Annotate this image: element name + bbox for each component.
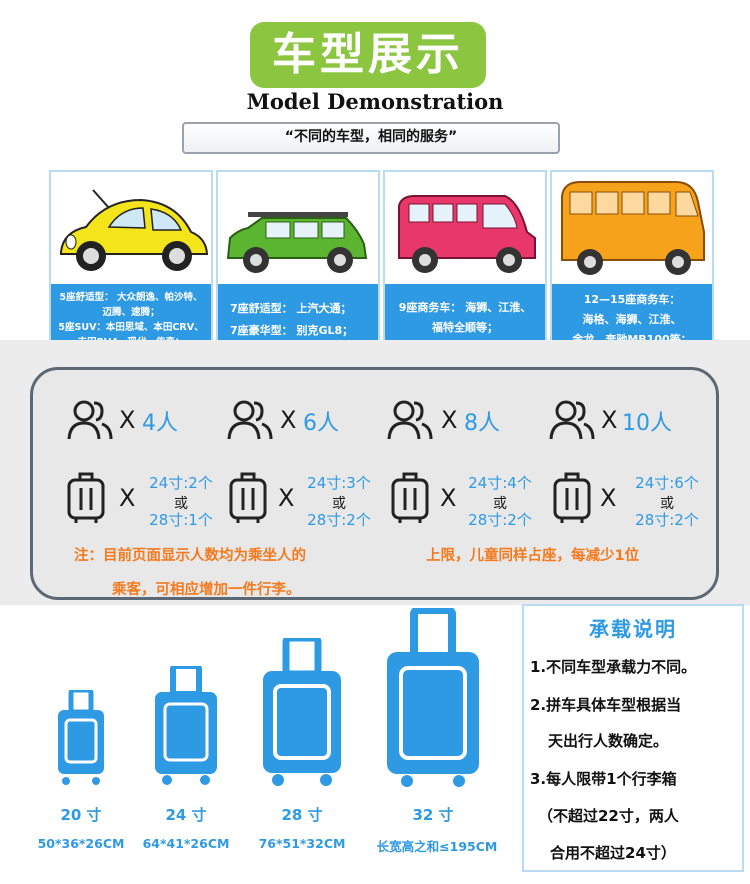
- people-count: 10人: [622, 411, 672, 436]
- luggage-icon: [553, 472, 591, 523]
- or-label: 或: [332, 496, 346, 512]
- multiply-sign: X: [600, 484, 617, 512]
- people-icon: [387, 400, 433, 440]
- slogan-text: “不同的车型，相同的服务”: [284, 129, 458, 145]
- yellow-beetle-car-icon: [60, 189, 209, 271]
- suitcase-20-size: 20 寸: [60, 806, 102, 824]
- suitcase-20-icon: [58, 690, 104, 785]
- info-title: 承载说明: [589, 617, 677, 641]
- multiply-sign: X: [280, 406, 297, 434]
- slogan-frame: [182, 122, 560, 154]
- luggage-24-count: 24寸:2个: [149, 474, 213, 492]
- luggage-24-count: 24寸:3个: [307, 474, 371, 492]
- multiply-sign: X: [440, 484, 457, 512]
- capacity-info-box: [522, 604, 744, 872]
- people-icon: [227, 400, 273, 440]
- multiply-sign: X: [119, 484, 136, 512]
- capacity-panel: [30, 367, 719, 600]
- info-line-4: 3.每人限带1个行李箱: [530, 770, 677, 788]
- suitcase-20-dims: 50*36*26CM: [37, 836, 125, 851]
- luggage-icon: [229, 472, 267, 523]
- people-icon: [67, 400, 113, 440]
- suitcase-24-size: 24 寸: [165, 806, 207, 824]
- pink-van-icon: [398, 195, 536, 273]
- people-count: 6人: [303, 411, 339, 436]
- multiply-sign: X: [441, 406, 458, 434]
- luggage-icon: [391, 472, 429, 523]
- luggage-28-count: 28寸:2个: [307, 511, 371, 529]
- suitcase-24-icon: [155, 666, 217, 785]
- people-icon: [549, 400, 595, 440]
- info-line-2: 2.拼车具体车型根据当: [530, 696, 682, 714]
- note-line-2: 乘客，可相应增加一件行李。: [112, 582, 301, 598]
- multiply-sign: X: [601, 406, 618, 434]
- suitcase-32-dims: 长宽高之和≤195CM: [376, 839, 498, 854]
- people-count: 4人: [142, 411, 178, 436]
- luggage-24-count: 24寸:6个: [635, 474, 699, 492]
- suitcase-28-dims: 76*51*32CM: [258, 836, 346, 851]
- or-label: 或: [493, 496, 507, 512]
- note-line-1b: 上限，儿童同样占座，每减少1位: [426, 548, 640, 564]
- luggage-24-count: 24寸:4个: [468, 474, 532, 492]
- green-minivan-icon: [226, 212, 368, 273]
- luggage-28-count: 28寸:1个: [149, 511, 213, 529]
- multiply-sign: X: [278, 484, 295, 512]
- orange-bus-icon: [561, 181, 705, 275]
- luggage-icon: [67, 472, 105, 523]
- note-line-1: 注：目前页面显示人数均为乘坐人的: [74, 548, 306, 564]
- or-label: 或: [660, 496, 674, 512]
- info-line-1: 1.不同车型承载力不同。: [530, 658, 697, 676]
- people-count: 8人: [464, 411, 500, 436]
- luggage-28-count: 28寸:2个: [635, 511, 699, 529]
- suitcase-28-icon: [263, 638, 341, 786]
- info-line-5: （不超过22寸，两人: [538, 807, 679, 825]
- luggage-28-count: 28寸:2个: [468, 511, 532, 529]
- suitcase-24-dims: 64*41*26CM: [142, 836, 230, 851]
- suitcase-28-size: 28 寸: [281, 806, 323, 824]
- page-subtitle: Model Demonstration: [246, 89, 504, 114]
- info-line-6: 合用不超过24寸）: [550, 844, 676, 862]
- info-line-3: 天出行人数确定。: [548, 732, 669, 750]
- or-label: 或: [174, 496, 188, 512]
- page-title: 车型展示: [250, 22, 486, 88]
- suitcase-32-icon: [387, 608, 479, 787]
- multiply-sign: X: [119, 406, 136, 434]
- suitcase-32-size: 32 寸: [412, 806, 454, 824]
